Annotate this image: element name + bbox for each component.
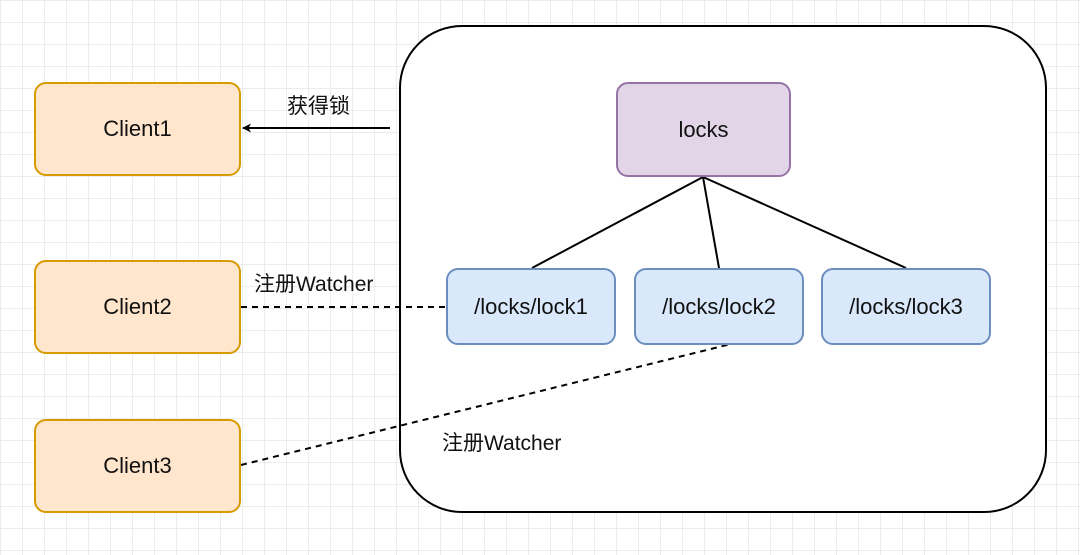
client2-label: Client2 xyxy=(103,294,172,319)
znode-lock2-label: /locks/lock2 xyxy=(662,293,776,319)
znode-lock1[interactable]: /locks/lock1 xyxy=(446,268,616,345)
client3-watch-label: 注册Watcher xyxy=(442,432,562,455)
edge-client3-watch xyxy=(240,343,732,466)
client1-label: Client1 xyxy=(103,116,172,141)
znode-lock3-label: /locks/lock3 xyxy=(849,293,963,319)
client2-watch-label: 注册Watcher xyxy=(254,273,374,296)
edge-root-to-lock2 xyxy=(702,176,720,269)
edge-root-to-lock1 xyxy=(531,176,704,269)
client3-node[interactable]: Client3 xyxy=(34,419,241,513)
znode-lock3[interactable]: /locks/lock3 xyxy=(821,268,991,345)
client3-label: Client3 xyxy=(103,453,172,478)
acquire-lock-label: 获得锁 xyxy=(287,95,350,118)
client2-node[interactable]: Client2 xyxy=(34,260,241,354)
edge-root-to-lock3 xyxy=(702,176,907,269)
znode-root-locks[interactable]: locks xyxy=(616,82,791,177)
client1-node[interactable]: Client1 xyxy=(34,82,241,176)
znode-lock2[interactable]: /locks/lock2 xyxy=(634,268,804,345)
znode-lock1-label: /locks/lock1 xyxy=(474,293,588,319)
znode-root-label: locks xyxy=(678,116,729,142)
